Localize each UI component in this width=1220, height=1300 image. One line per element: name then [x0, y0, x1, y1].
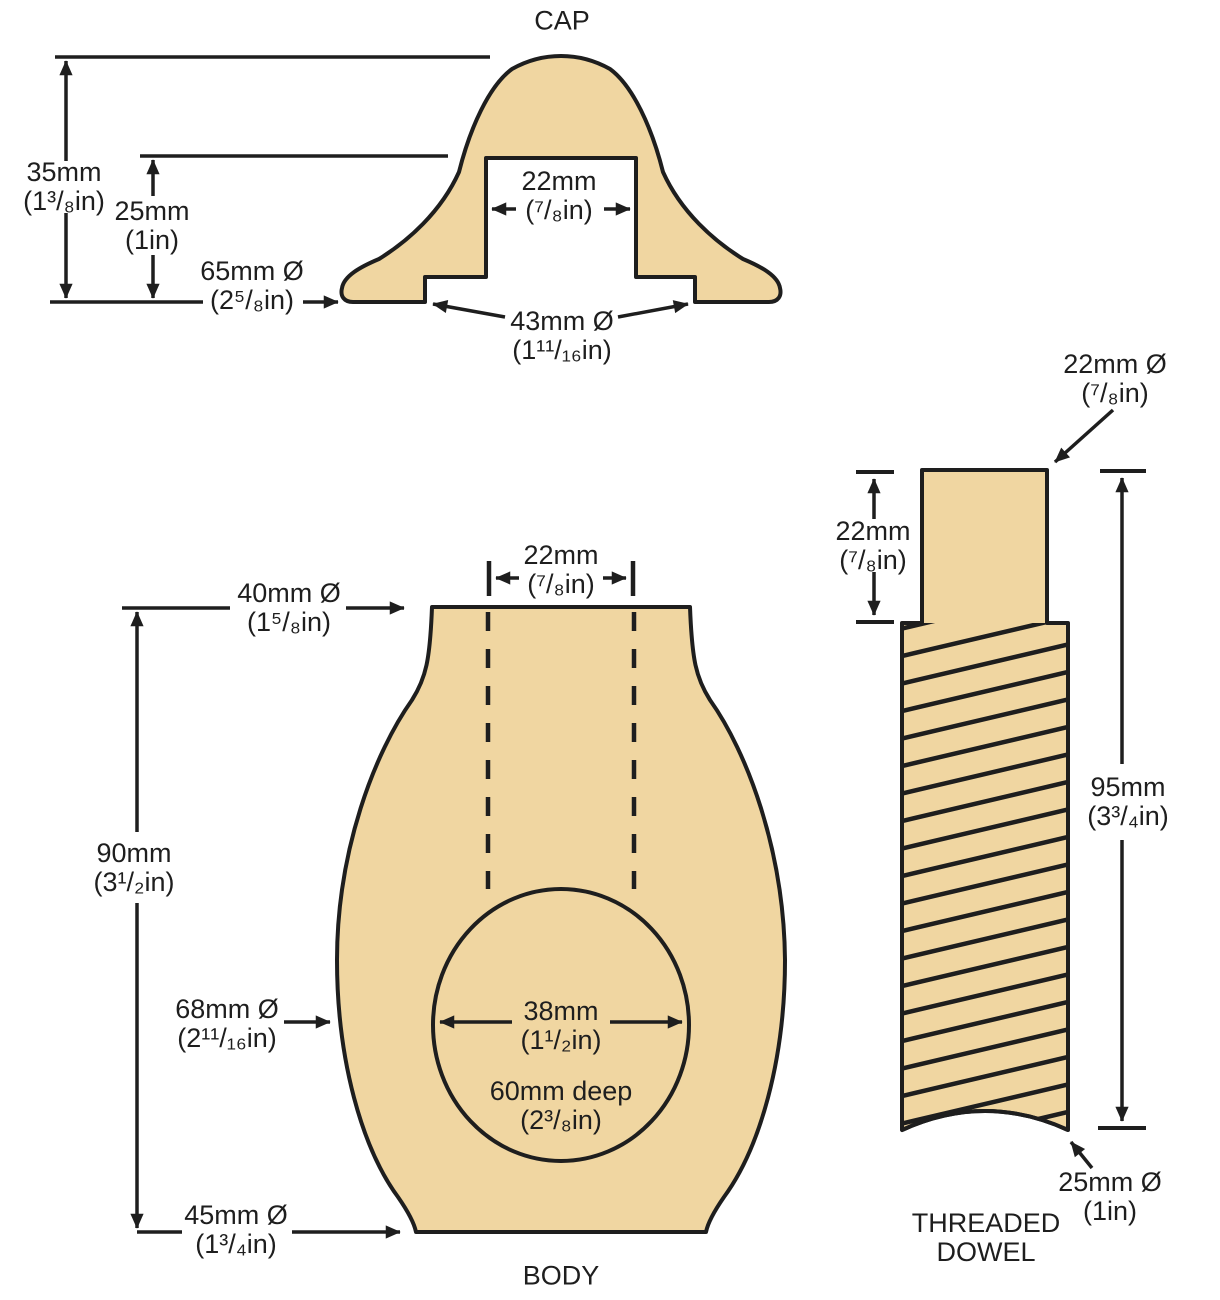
cap-dimension-lines: [50, 55, 689, 319]
dowel-title-line1: THREADED: [911, 1208, 1061, 1238]
dim-mm: 45mm Ø: [184, 1200, 288, 1230]
dowel-title: THREADED DOWEL: [912, 1209, 1061, 1267]
dim-in: (1¹/₂in): [520, 1025, 602, 1055]
body-38mm-label: 38mm (1¹/₂in): [521, 997, 602, 1055]
body-dimension-lines: [122, 561, 683, 1239]
dim-in: (⁷/₈in): [1081, 378, 1149, 408]
dim-mm: 35mm: [26, 157, 102, 187]
cap-title: CAP: [534, 5, 590, 36]
dowel-22mm-length-label: 22mm (⁷/₈in): [835, 517, 910, 575]
dowel-95mm-label: 95mm (3³/₄in): [1087, 773, 1169, 831]
dim-mm: 40mm Ø: [237, 578, 341, 608]
dim-mm: 25mm: [114, 196, 190, 226]
dim-mm: 22mm: [523, 540, 599, 570]
body-40mm-label: 40mm Ø (1⁵/₈in): [237, 579, 341, 637]
body-45mm-label: 45mm Ø (1³/₄in): [184, 1201, 288, 1259]
body-90mm-label: 90mm (3¹/₂in): [94, 839, 175, 897]
dim-mm: 22mm: [521, 166, 597, 196]
dowel-title-line2: DOWEL: [936, 1237, 1036, 1267]
dim-in: (2¹¹/₁₆in): [177, 1023, 277, 1053]
body-bore-circle: [431, 887, 691, 1163]
cap-25mm-label: 25mm (1in): [114, 197, 189, 255]
cap-35mm-label: 35mm (1³/₈in): [23, 158, 105, 216]
dim-in: (2⁵/₈in): [210, 285, 294, 315]
dim-mm: 60mm deep: [489, 1076, 633, 1106]
dim-mm: 25mm Ø: [1058, 1167, 1162, 1197]
dim-in: (3¹/₂in): [93, 867, 175, 897]
dim-in: (1³/₈in): [23, 186, 105, 216]
dim-in: (⁷/₈in): [527, 569, 595, 599]
cap-22mm-label: 22mm (⁷/₈in): [521, 167, 596, 225]
dim-in: (⁷/₈in): [839, 545, 907, 575]
cap-title-text: CAP: [534, 5, 590, 36]
dim-mm: 95mm: [1090, 772, 1166, 802]
dim-in: (3³/₄in): [1087, 801, 1169, 831]
dim-in: (⁷/₈in): [525, 195, 593, 225]
dim-mm: 65mm Ø: [200, 256, 304, 286]
cap-65mm-label: 65mm Ø (2⁵/₈in): [200, 257, 304, 315]
body-title-text: BODY: [522, 1260, 600, 1291]
dim-mm: 22mm Ø: [1063, 349, 1167, 379]
dim-mm: 68mm Ø: [175, 994, 279, 1024]
body-60mm-deep-label: 60mm deep (2³/₈in): [490, 1077, 633, 1135]
body-outline: [335, 605, 787, 1234]
cap-outline: [339, 54, 783, 304]
body-22mm-label: 22mm (⁷/₈in): [523, 541, 598, 599]
dowel-thread-region-outline: [900, 623, 1070, 1132]
dim-in: (2³/₈in): [520, 1105, 602, 1135]
dowel-dimension-lines: [856, 408, 1146, 1170]
body-68mm-label: 68mm Ø (2¹¹/₁₆in): [175, 995, 279, 1053]
body-title: BODY: [522, 1260, 600, 1291]
dim-mm: 43mm Ø: [510, 306, 614, 336]
dim-mm: 90mm: [96, 838, 172, 868]
dim-22mm-dia-leader-arrow: [1053, 408, 1115, 464]
cap-43mm-right-arrow: [617, 300, 689, 319]
dowel-thread-hatching: [902, 623, 1068, 1130]
dowel-25mm-dia-label: 25mm Ø (1in): [1058, 1168, 1162, 1226]
dim-in: (1¹¹/₁₆in): [512, 335, 612, 365]
dim-in: (1³/₄in): [195, 1229, 277, 1259]
cap-43mm-label: 43mm Ø (1¹¹/₁₆in): [510, 307, 614, 365]
cap-43mm-left-arrow: [432, 300, 506, 319]
dim-mm: 22mm: [835, 516, 911, 546]
dim-in: (1⁵/₈in): [247, 607, 331, 637]
dim-25mm-dia-leader-arrow: [1069, 1140, 1094, 1170]
dowel-22mm-dia-label: 22mm Ø (⁷/₈in): [1063, 350, 1167, 408]
dim-in: (1in): [124, 225, 180, 255]
dim-mm: 38mm: [523, 996, 599, 1026]
dim-in: (1in): [1082, 1196, 1137, 1226]
